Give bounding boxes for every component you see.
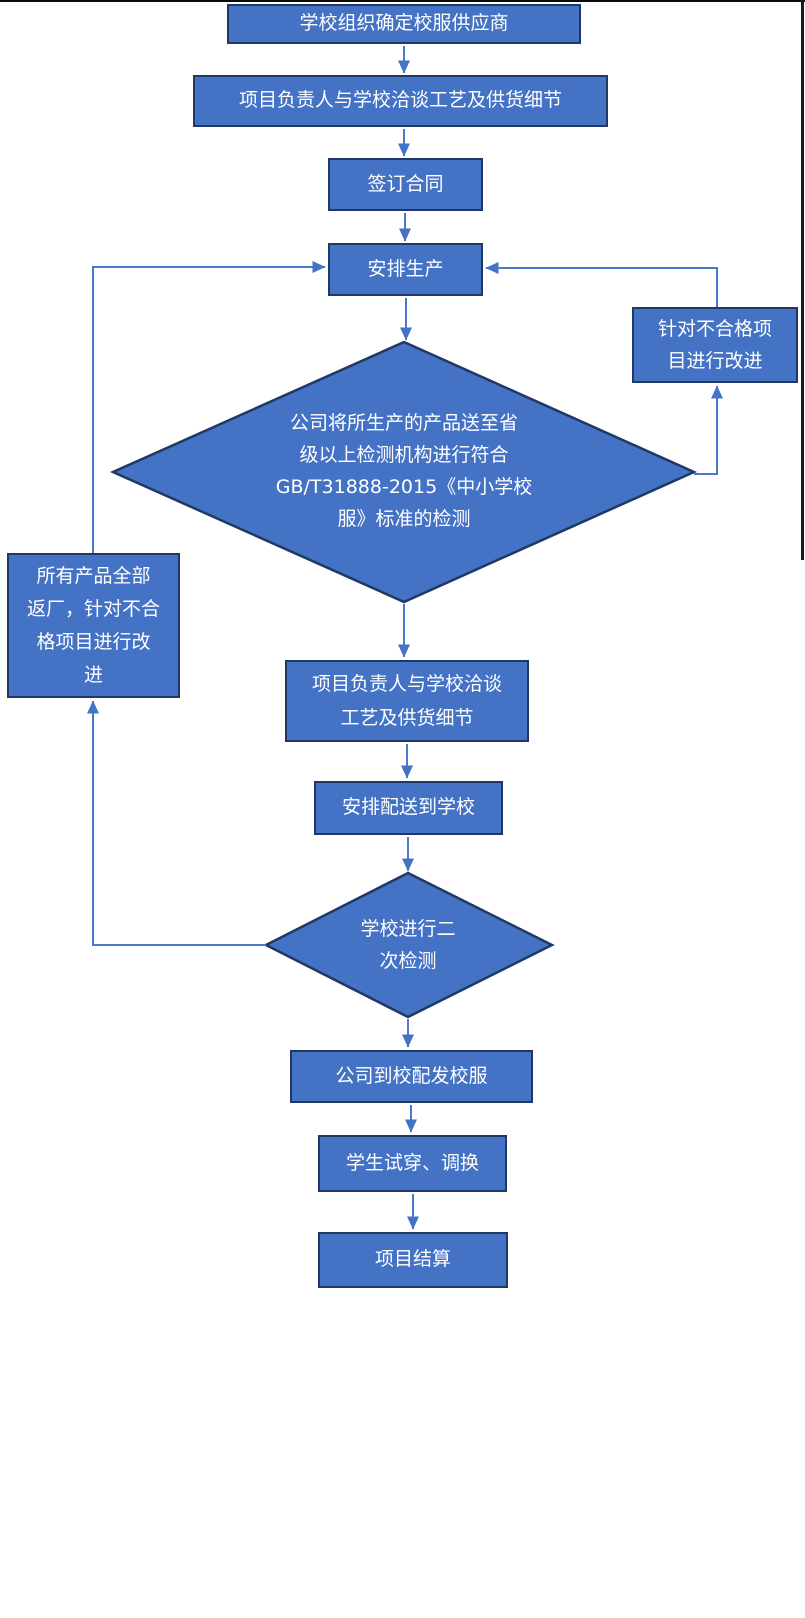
inspection-diamond-shape bbox=[109, 340, 698, 604]
flow-node-distribute-uniforms-label: 公司到校配发校服 bbox=[335, 1064, 488, 1087]
flow-node-negotiate-details-1: 项目负责人与学校洽谈工艺及供货细节 bbox=[193, 75, 608, 127]
decision-inspection-label: 公司将所生产的产品送至省 级以上检测机构进行符合 GB/T31888-2015《… bbox=[275, 412, 533, 530]
second-check-diamond-shape bbox=[263, 871, 555, 1019]
flow-node-negotiate-details-1-label: 项目负责人与学校洽谈工艺及供货细节 bbox=[238, 89, 562, 112]
flow-node-determine-supplier-label: 学校组织确定校服供应商 bbox=[299, 12, 509, 35]
flow-node-negotiate-details-2-label: 项目负责人与学校洽谈 工艺及供货细节 bbox=[311, 673, 502, 729]
flow-node-improve-failed-items-label: 针对不合格项 目进行改进 bbox=[657, 318, 772, 372]
flow-node-determine-supplier: 学校组织确定校服供应商 bbox=[227, 4, 581, 44]
flow-node-student-tryon-label: 学生试穿、调换 bbox=[345, 1151, 479, 1174]
flow-node-project-settlement: 项目结算 bbox=[318, 1232, 508, 1288]
frame-top-border bbox=[0, 0, 805, 2]
flow-node-arrange-production: 安排生产 bbox=[328, 243, 483, 296]
flow-node-sign-contract: 签订合同 bbox=[328, 158, 483, 211]
connector-inspection-improve bbox=[694, 385, 723, 475]
flow-node-return-to-factory-label: 所有产品全部 返厂，针对不合 格项目进行改 进 bbox=[26, 564, 160, 686]
flow-node-sign-contract-label: 签订合同 bbox=[367, 172, 444, 195]
flow-node-student-tryon: 学生试穿、调换 bbox=[318, 1135, 507, 1192]
frame-right-border bbox=[801, 0, 804, 560]
flow-node-arrange-production-label: 安排生产 bbox=[367, 257, 444, 280]
flow-node-arrange-delivery-label: 安排配送到学校 bbox=[341, 796, 475, 819]
decision-second-check-label: 学校进行二 次检测 bbox=[360, 918, 456, 972]
flow-node-return-to-factory: 所有产品全部 返厂，针对不合 格项目进行改 进 bbox=[7, 553, 180, 698]
connector-return-production bbox=[92, 261, 326, 553]
flow-node-improve-failed-items: 针对不合格项 目进行改进 bbox=[632, 307, 798, 383]
connector-secondcheck-return bbox=[87, 700, 266, 946]
flow-node-project-settlement-label: 项目结算 bbox=[374, 1248, 451, 1271]
connector-improve-production bbox=[485, 262, 718, 307]
flow-node-arrange-delivery: 安排配送到学校 bbox=[314, 781, 503, 835]
flow-node-distribute-uniforms: 公司到校配发校服 bbox=[290, 1050, 533, 1103]
flow-node-negotiate-details-2: 项目负责人与学校洽谈 工艺及供货细节 bbox=[285, 660, 529, 742]
